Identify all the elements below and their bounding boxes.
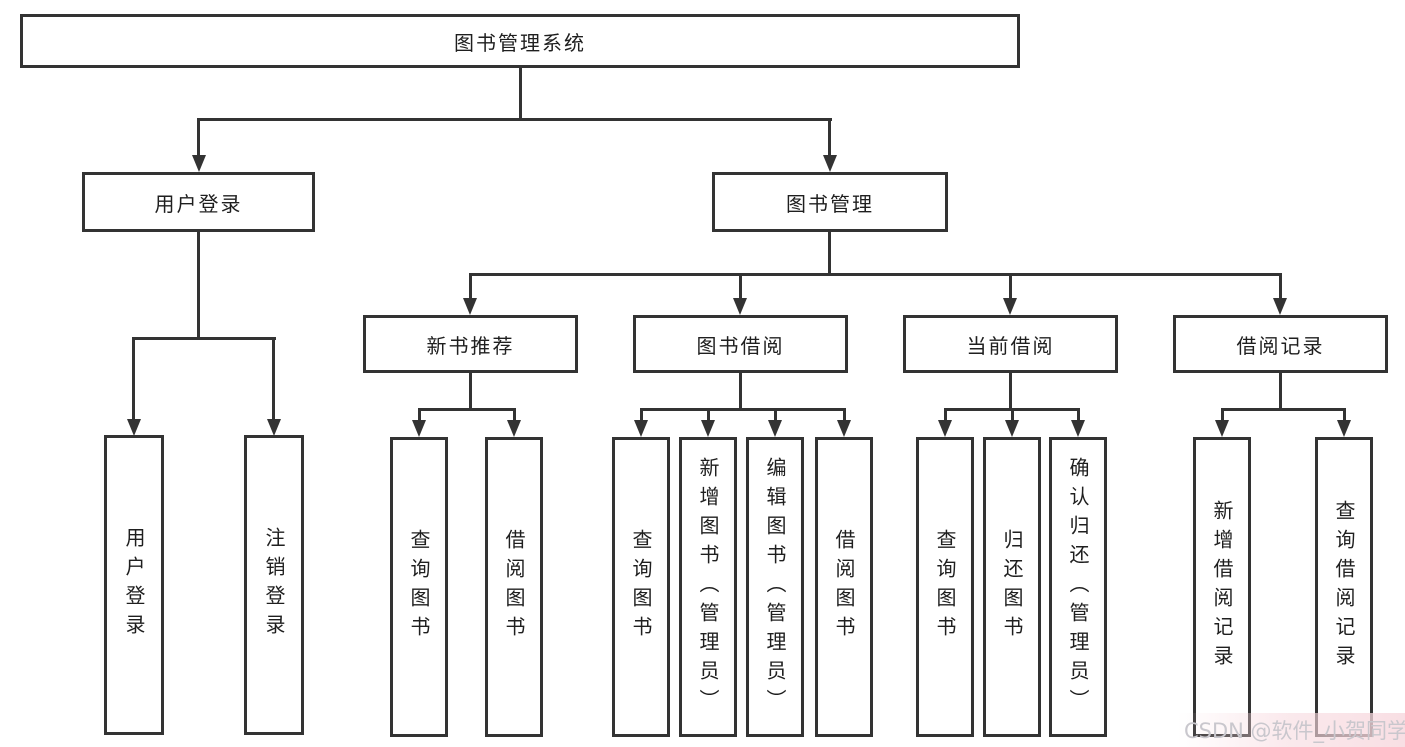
connector-line	[197, 232, 200, 337]
node-label: 查询图书	[407, 529, 431, 645]
connector-line	[1011, 408, 1014, 422]
node-label: 注销登录	[262, 527, 286, 643]
node-label: 新增图书（管理员）	[696, 456, 720, 718]
node-add-borrow-record: 新增借阅记录	[1193, 437, 1251, 737]
connector-line	[640, 408, 846, 411]
connector-line	[418, 408, 516, 411]
node-library-management-system: 图书管理系统	[20, 14, 1020, 68]
node-query-books-borrowing: 查询图书	[612, 437, 670, 737]
arrow-down-icon	[1215, 420, 1229, 437]
node-label: 新书推荐	[426, 333, 515, 358]
connector-line	[418, 408, 421, 422]
arrow-down-icon	[127, 419, 141, 436]
connector-line	[1221, 408, 1346, 411]
connector-line	[469, 273, 472, 300]
node-label: 图书借阅	[696, 333, 785, 358]
arrow-down-icon	[768, 420, 782, 437]
arrow-down-icon	[1273, 298, 1287, 315]
node-user-login-leaf: 用户登录	[104, 435, 164, 735]
connector-line	[774, 408, 777, 422]
node-label: 用户登录	[154, 191, 243, 216]
node-borrow-books-recommend: 借阅图书	[485, 437, 543, 737]
node-label: 归还图书	[1000, 529, 1024, 645]
node-label: 编辑图书（管理员）	[763, 456, 787, 718]
node-new-book-recommendation: 新书推荐	[363, 315, 578, 373]
connector-line	[739, 373, 742, 408]
node-query-borrow-record: 查询借阅记录	[1315, 437, 1373, 737]
connector-line	[519, 68, 522, 118]
connector-line	[1343, 408, 1346, 422]
arrow-down-icon	[1003, 298, 1017, 315]
node-logout: 注销登录	[244, 435, 304, 735]
arrow-down-icon	[1337, 420, 1351, 437]
connector-line	[1221, 408, 1224, 422]
node-current-borrowing: 当前借阅	[903, 315, 1118, 373]
connector-line	[1279, 373, 1282, 408]
node-label: 借阅图书	[832, 529, 856, 645]
connector-line	[469, 373, 472, 408]
node-label: 查询借阅记录	[1332, 500, 1356, 674]
connector-line	[828, 118, 831, 156]
connector-line	[828, 232, 831, 273]
connector-line	[132, 337, 276, 340]
connector-line	[198, 118, 832, 121]
node-label: 当前借阅	[966, 333, 1055, 358]
node-query-books-current: 查询图书	[916, 437, 974, 737]
connector-line	[739, 273, 742, 300]
node-borrow-books: 借阅图书	[815, 437, 873, 737]
node-book-borrowing: 图书借阅	[633, 315, 848, 373]
node-label: 图书管理	[786, 191, 874, 216]
node-label: 用户登录	[122, 527, 146, 643]
connector-line	[1009, 273, 1012, 300]
node-label: 查询图书	[933, 529, 957, 645]
node-query-books-recommend: 查询图书	[390, 437, 448, 737]
connector-line	[513, 408, 516, 422]
connector-line	[1009, 373, 1012, 408]
arrow-down-icon	[267, 419, 281, 436]
node-label: 新增借阅记录	[1210, 500, 1234, 674]
node-label: 确认归还（管理员）	[1066, 456, 1090, 718]
arrow-down-icon	[823, 155, 837, 172]
node-add-books-admin: 新增图书（管理员）	[679, 437, 737, 737]
node-user-login: 用户登录	[82, 172, 315, 232]
watermark: CSDN @软件_小贺同学	[1178, 713, 1405, 747]
arrow-down-icon	[1071, 420, 1085, 437]
connector-line	[1279, 273, 1282, 300]
arrow-down-icon	[1005, 420, 1019, 437]
node-edit-books-admin: 编辑图书（管理员）	[746, 437, 804, 737]
arrow-down-icon	[507, 420, 521, 437]
arrow-down-icon	[634, 420, 648, 437]
connector-line	[197, 118, 200, 156]
connector-line	[640, 408, 643, 422]
node-book-management: 图书管理	[712, 172, 948, 232]
arrow-down-icon	[192, 155, 206, 172]
arrow-down-icon	[938, 420, 952, 437]
arrow-down-icon	[412, 420, 426, 437]
connector-line	[944, 408, 947, 422]
node-return-books: 归还图书	[983, 437, 1041, 737]
connector-line	[132, 337, 135, 420]
connector-line	[272, 337, 275, 420]
arrow-down-icon	[701, 420, 715, 437]
watermark-text: CSDN @软件_小贺同学	[1184, 719, 1405, 743]
connector-line	[1077, 408, 1080, 422]
node-label: 图书管理系统	[454, 30, 586, 55]
connector-line	[469, 273, 1282, 276]
node-confirm-return-admin: 确认归还（管理员）	[1049, 437, 1107, 737]
node-borrowing-records: 借阅记录	[1173, 315, 1388, 373]
connector-line	[707, 408, 710, 422]
arrow-down-icon	[463, 298, 477, 315]
node-label: 查询图书	[629, 529, 653, 645]
connector-line	[843, 408, 846, 422]
node-label: 借阅图书	[502, 529, 526, 645]
node-label: 借阅记录	[1236, 333, 1325, 358]
arrow-down-icon	[837, 420, 851, 437]
arrow-down-icon	[733, 298, 747, 315]
